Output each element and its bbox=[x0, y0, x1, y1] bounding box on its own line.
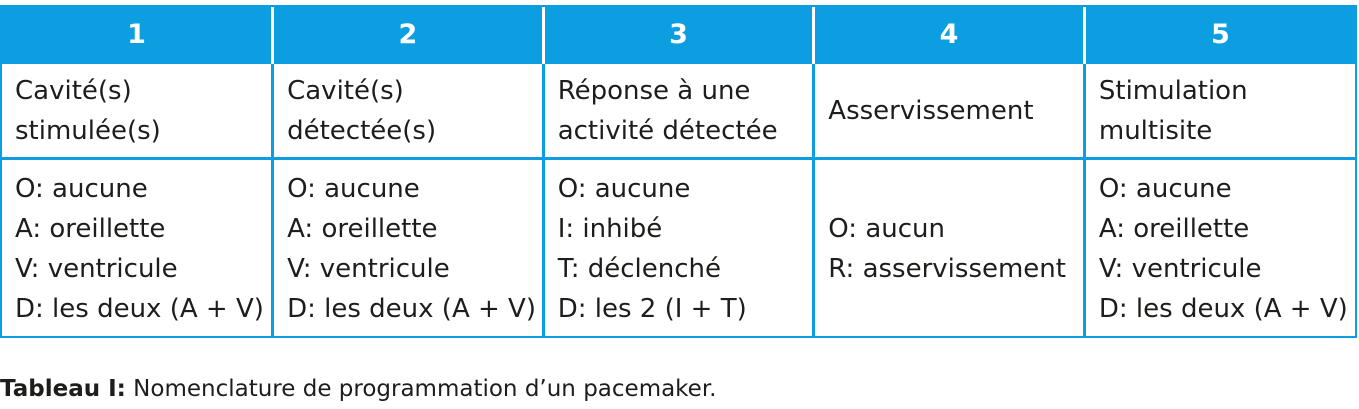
title-cell: Cavité(s) stimulée(s) bbox=[2, 61, 273, 159]
column-header: 3 bbox=[541, 7, 814, 63]
title-line: Asservissement bbox=[828, 95, 1034, 126]
title-line: Stimulation bbox=[1098, 75, 1248, 106]
pacemaker-nomenclature-table-frame: 1 2 3 4 5 Cavité(s) stimulée(s) Cavité(s… bbox=[0, 5, 1357, 338]
title-line: Cavité(s) bbox=[287, 75, 404, 106]
title-line: activité détectée bbox=[557, 115, 778, 146]
header-row: 1 2 3 4 5 bbox=[2, 7, 1355, 63]
value-line: A: oreillette bbox=[15, 214, 166, 244]
caption-label: Tableau I: bbox=[0, 376, 126, 402]
column-header: 2 bbox=[271, 7, 544, 63]
values-cell: O: aucune A: oreillette V: ventricule D:… bbox=[271, 157, 544, 338]
title-line: Réponse à une bbox=[557, 75, 751, 106]
column-header: 5 bbox=[1082, 7, 1355, 63]
value-line: D: les 2 (I + T) bbox=[557, 294, 747, 324]
value-line: O: aucune bbox=[1098, 174, 1232, 204]
value-line: R: asservissement bbox=[828, 254, 1066, 284]
title-cell: Cavité(s) détectée(s) bbox=[271, 61, 544, 159]
value-line: A: oreillette bbox=[1098, 214, 1250, 244]
value-line: V: ventricule bbox=[287, 254, 450, 284]
value-line: D: les deux (A + V) bbox=[15, 294, 264, 324]
value-line: V: ventricule bbox=[15, 254, 178, 284]
title-cell: Stimulation multisite bbox=[1082, 61, 1355, 159]
value-line: O: aucune bbox=[557, 174, 691, 204]
value-line: T: déclenché bbox=[557, 254, 721, 284]
value-line: O: aucune bbox=[287, 174, 420, 204]
value-line: A: oreillette bbox=[287, 214, 438, 244]
column-header: 1 bbox=[2, 7, 273, 63]
values-cell: O: aucune A: oreillette V: ventricule D:… bbox=[1082, 157, 1355, 338]
caption-text: Nomenclature de programmation d’un pacem… bbox=[125, 376, 717, 402]
values-row: O: aucune A: oreillette V: ventricule D:… bbox=[2, 157, 1355, 338]
values-cell: O: aucune A: oreillette V: ventricule D:… bbox=[2, 157, 273, 338]
value-line: D: les deux (A + V) bbox=[287, 294, 536, 324]
title-line: Cavité(s) bbox=[15, 75, 132, 106]
title-row: Cavité(s) stimulée(s) Cavité(s) détectée… bbox=[2, 61, 1355, 159]
value-line: V: ventricule bbox=[1098, 254, 1262, 284]
title-line: détectée(s) bbox=[287, 115, 437, 146]
value-line: I: inhibé bbox=[557, 214, 663, 244]
title-line: stimulée(s) bbox=[15, 115, 161, 146]
value-line: D: les deux (A + V) bbox=[1098, 294, 1348, 324]
title-cell: Asservissement bbox=[812, 61, 1085, 159]
value-line: O: aucune bbox=[15, 174, 148, 204]
values-cell: O: aucune I: inhibé T: déclenché D: les … bbox=[541, 157, 814, 338]
pacemaker-nomenclature-table: 1 2 3 4 5 Cavité(s) stimulée(s) Cavité(s… bbox=[2, 7, 1355, 338]
title-cell: Réponse à une activité détectée bbox=[541, 61, 814, 159]
column-header: 4 bbox=[812, 7, 1085, 63]
values-cell: O: aucun R: asservissement bbox=[812, 157, 1085, 338]
value-line: O: aucun bbox=[828, 214, 945, 244]
table-caption: Tableau I: Nomenclature de programmation… bbox=[0, 374, 717, 404]
title-line: multisite bbox=[1098, 115, 1213, 146]
